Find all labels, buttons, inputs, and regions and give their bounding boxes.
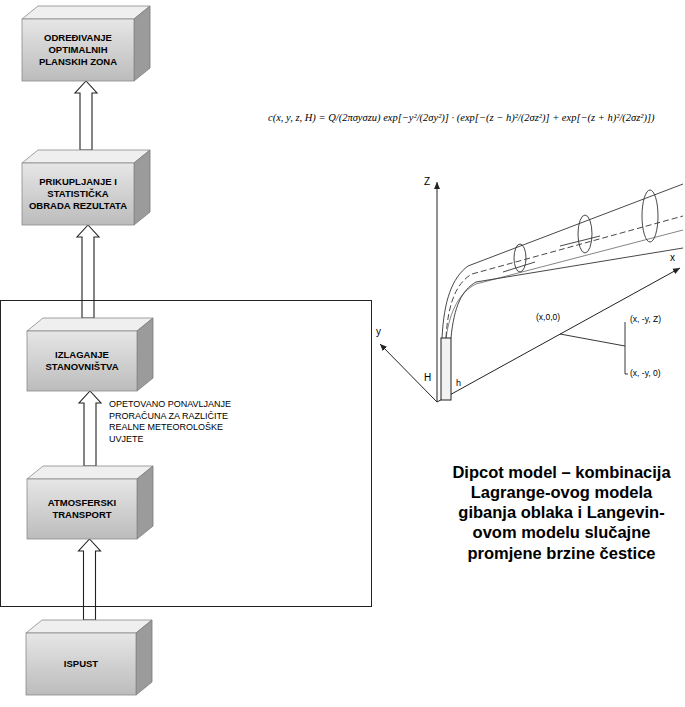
box-label: ISPUST (26, 633, 136, 695)
loop-note: OPETOVANO PONAVLJANJE PRORAČUNA ZA RAZLI… (109, 399, 259, 446)
box-side (134, 150, 150, 225)
box-front (22, 163, 134, 225)
plume (442, 184, 683, 338)
block-arrow (75, 81, 97, 150)
formula: c(x, y, z, H) = Q/(2πσyσzu) exp[−y²/(2σy… (268, 112, 655, 123)
caption: Dipcot model – kombinacija Lagrange-ovog… (440, 462, 683, 563)
block-arrow (77, 225, 99, 318)
process-box: ATMOSFERSKI TRANSPORT (27, 466, 153, 539)
block-arrow (79, 391, 101, 466)
box-top (26, 620, 152, 633)
axis-label: x (670, 252, 675, 263)
box-label: IZLAGANJE STANOVNIŠTVA (27, 331, 137, 391)
box-top (27, 466, 153, 479)
box-text: IZLAGANJE STANOVNIŠTVA (32, 349, 132, 373)
box-label: ATMOSFERSKI TRANSPORT (27, 479, 137, 539)
box-label: ODREĐIVANJE OPTIMALNIH PLANSKIH ZONA (22, 19, 134, 81)
box-top (27, 318, 153, 331)
coordinate-label: (x,0,0) (536, 312, 560, 322)
coordinate-label: (x, -y, 0) (630, 368, 661, 378)
box-text: ATMOSFERSKI TRANSPORT (32, 497, 132, 521)
box-text: ISPUST (64, 658, 98, 670)
box-top (22, 6, 150, 19)
box-front (27, 479, 137, 539)
box-side (136, 620, 152, 695)
height-label: H (424, 372, 431, 383)
loop-frame: OPETOVANO PONAVLJANJE PRORAČUNA ZA RAZLI… (0, 300, 372, 607)
box-label: PRIKUPLJANJE I STATISTIČKA OBRADA REZULT… (22, 163, 134, 225)
box-front (26, 633, 136, 695)
box-side (137, 318, 153, 391)
axis-label: y (376, 326, 381, 337)
box-top (22, 150, 150, 163)
box-text: ODREĐIVANJE OPTIMALNIH PLANSKIH ZONA (27, 32, 129, 68)
process-box: IZLAGANJE STANOVNIŠTVA (27, 318, 153, 391)
axis-label: Z (424, 176, 430, 187)
box-3d-shape (26, 620, 152, 695)
process-box: ODREĐIVANJE OPTIMALNIH PLANSKIH ZONA (22, 6, 150, 81)
process-box: ISPUST (26, 620, 152, 695)
height-label: h (456, 378, 461, 388)
coordinate-lines (560, 322, 628, 374)
coordinate-label: (x, -y, Z) (630, 314, 661, 324)
box-side (134, 6, 150, 81)
box-front (22, 19, 134, 81)
stack (441, 338, 451, 400)
process-box: PRIKUPLJANJE I STATISTIČKA OBRADA REZULT… (22, 150, 150, 225)
block-arrow (79, 539, 101, 620)
axes (380, 182, 680, 402)
box-3d-shape (22, 150, 150, 225)
box-side (137, 466, 153, 539)
box-3d-shape (22, 6, 150, 81)
box-front (27, 331, 137, 391)
box-text: PRIKUPLJANJE I STATISTIČKA OBRADA REZULT… (27, 176, 129, 212)
